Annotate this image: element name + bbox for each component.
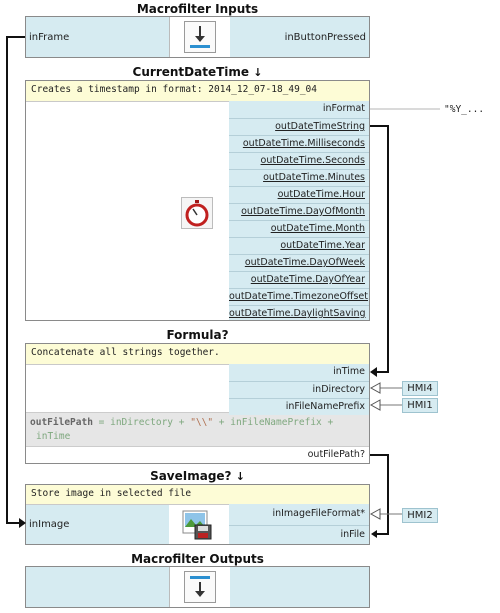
port-out-date-time-string[interactable]: outDateTimeString bbox=[229, 118, 369, 135]
wire-arrow-in-image bbox=[19, 518, 26, 528]
wire-filepath-to-in-file bbox=[370, 454, 389, 535]
port-out-hour[interactable]: outDateTime.Hour bbox=[229, 186, 369, 203]
wire-arrow-in-file bbox=[371, 530, 377, 538]
download-arrow-icon bbox=[184, 21, 216, 53]
wire-arrow-in-file-name-prefix bbox=[369, 399, 381, 411]
save-image-icon-cell bbox=[176, 507, 218, 543]
formula-title: Formula? bbox=[166, 328, 229, 342]
port-in-time[interactable]: inTime bbox=[229, 364, 369, 381]
port-out-file-path[interactable]: outFilePath? bbox=[229, 447, 369, 463]
save-image-icon bbox=[182, 510, 212, 540]
inputs-left-cell: inFrame bbox=[26, 17, 169, 57]
in-image-port[interactable]: inImage bbox=[29, 519, 70, 530]
expr-in-file-name-prefix: inFileNamePrefix bbox=[230, 417, 322, 428]
port-out-daylight-saving[interactable]: outDateTime.DaylightSaving bbox=[229, 305, 369, 320]
inputs-right-cell: inButtonPressed bbox=[230, 17, 369, 57]
outputs-right-cell bbox=[230, 567, 369, 607]
port-out-day-of-year[interactable]: outDateTime.DayOfYear bbox=[229, 271, 369, 288]
macrofilter-outputs-title: Macrofilter Outputs bbox=[131, 552, 264, 566]
wire-datetime-to-in-time bbox=[370, 125, 389, 373]
port-out-timezone-offset[interactable]: outDateTime.TimezoneOffset bbox=[229, 288, 369, 305]
port-out-seconds[interactable]: outDateTime.Seconds bbox=[229, 152, 369, 169]
expr-plus-3: + bbox=[321, 417, 334, 428]
in-button-pressed-port[interactable]: inButtonPressed bbox=[284, 32, 366, 43]
hmi-format-tag[interactable]: HMI2 bbox=[402, 508, 438, 523]
wire-arrow-in-directory bbox=[369, 382, 381, 394]
save-image-title: SaveImage? ↓ bbox=[0, 469, 395, 483]
current-date-time-title-text: CurrentDateTime bbox=[132, 65, 250, 79]
outputs-left-cell bbox=[26, 567, 169, 607]
port-out-year[interactable]: outDateTime.Year bbox=[229, 237, 369, 254]
clock-icon-cell bbox=[176, 193, 218, 233]
port-in-format[interactable]: inFormat bbox=[229, 101, 369, 118]
expr-plus-2: + bbox=[213, 417, 231, 428]
port-out-month[interactable]: outDateTime.Month bbox=[229, 220, 369, 237]
macrofilter-inputs-block[interactable]: inFrame inButtonPressed bbox=[25, 16, 370, 58]
port-in-file[interactable]: inFile bbox=[229, 525, 369, 544]
down-arrow-icon: ↓ bbox=[253, 66, 263, 79]
port-in-directory[interactable]: inDirectory bbox=[229, 381, 369, 398]
formula-expression[interactable]: outFilePath = inDirectory + "\\" + inFil… bbox=[26, 412, 369, 447]
current-date-time-description: Creates a timestamp in format: 2014_12_0… bbox=[26, 81, 369, 102]
port-in-image-file-format[interactable]: inImageFileFormat* bbox=[229, 504, 369, 525]
wire-in-frame-to-in-image bbox=[6, 36, 25, 524]
expr-string: "\\" bbox=[190, 417, 214, 428]
wire-arrow-in-image-file-format bbox=[369, 508, 381, 520]
expr-eq: = bbox=[92, 417, 111, 428]
hmi-prefix-tag[interactable]: HMI1 bbox=[402, 398, 438, 413]
expr-in-time: inTime bbox=[36, 431, 71, 442]
hmi-directory-tag[interactable]: HMI4 bbox=[402, 381, 438, 396]
port-out-minutes[interactable]: outDateTime.Minutes bbox=[229, 169, 369, 186]
upload-arrow-icon bbox=[184, 571, 216, 603]
save-image-title-text: SaveImage? bbox=[150, 469, 232, 483]
macrofilter-outputs-block[interactable] bbox=[25, 566, 370, 608]
down-arrow-icon-2: ↓ bbox=[235, 470, 245, 483]
save-image-description: Store image in selected file bbox=[26, 485, 369, 505]
port-in-file-name-prefix[interactable]: inFileNamePrefix bbox=[229, 398, 369, 415]
expr-in-directory: inDirectory bbox=[110, 417, 174, 428]
port-out-day-of-month[interactable]: outDateTime.DayOfMonth bbox=[229, 203, 369, 220]
expr-output: outFilePath bbox=[30, 417, 93, 428]
in-format-value[interactable]: "%Y_... bbox=[444, 104, 485, 115]
expr-plus-1: + bbox=[173, 417, 191, 428]
formula-description: Concatenate all strings together. bbox=[26, 344, 369, 365]
port-out-milliseconds[interactable]: outDateTime.Milliseconds bbox=[229, 135, 369, 152]
current-date-time-title: CurrentDateTime ↓ bbox=[0, 65, 395, 79]
save-image-left-cell: inImage bbox=[26, 505, 169, 544]
inputs-icon-cell bbox=[169, 17, 231, 57]
stopwatch-icon bbox=[181, 197, 213, 229]
in-frame-port[interactable]: inFrame bbox=[29, 32, 70, 43]
port-out-day-of-week[interactable]: outDateTime.DayOfWeek bbox=[229, 254, 369, 271]
wire-arrow-in-time bbox=[370, 367, 377, 377]
outputs-icon-cell bbox=[169, 567, 231, 607]
macrofilter-inputs-title: Macrofilter Inputs bbox=[136, 2, 259, 16]
